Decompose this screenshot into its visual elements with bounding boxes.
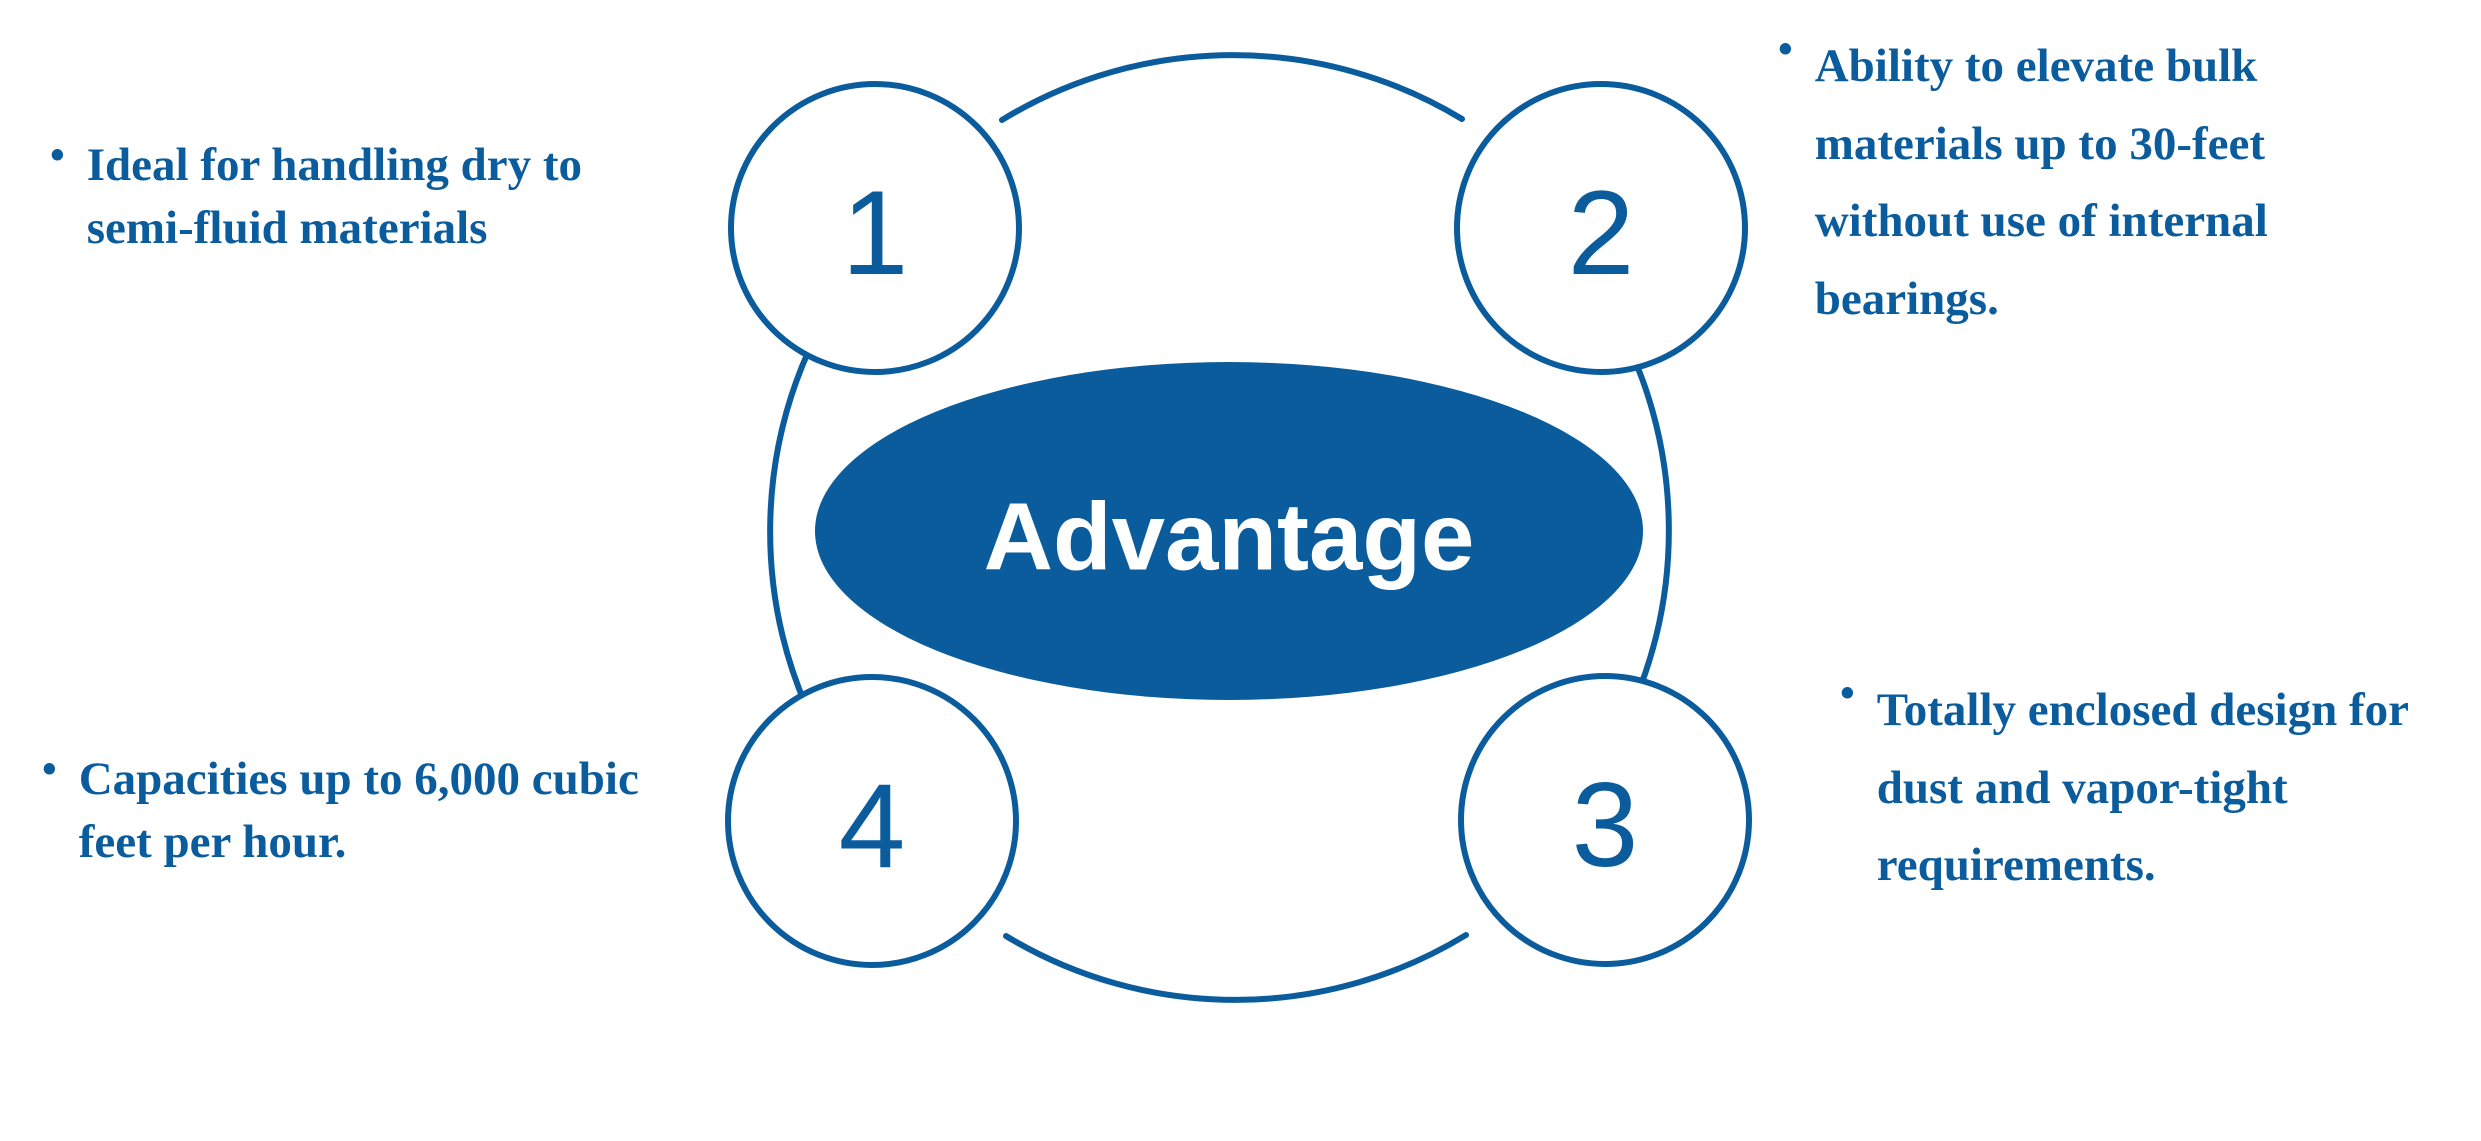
node-circle-1[interactable]: 1 xyxy=(728,81,1022,375)
bullet-icon-3: • xyxy=(1840,671,1855,717)
node-circle-4-shape[interactable] xyxy=(725,674,1019,968)
callout-text-1: • Ideal for handling dry to semi-fluid m… xyxy=(50,134,670,259)
node-circle-2[interactable]: 2 xyxy=(1454,81,1748,375)
callout-label-3: Totally enclosed design for dust and vap… xyxy=(1876,684,2409,892)
callout-text-2: • Ability to elevate bulk materials up t… xyxy=(1778,28,2418,338)
node-number-1: 1 xyxy=(842,166,909,300)
bullet-icon-1: • xyxy=(50,133,65,179)
center-ellipse-group: Advantage xyxy=(815,362,1643,700)
node-circle-1-shape[interactable] xyxy=(728,81,1022,375)
connector-ring xyxy=(767,52,1672,1003)
bullet-icon-4: • xyxy=(42,747,57,793)
callout-label-1: Ideal for handling dry to semi-fluid mat… xyxy=(86,139,583,254)
connector-arc-1-2 xyxy=(999,52,1465,123)
node-circle-3[interactable]: 3 xyxy=(1458,673,1752,967)
connector-arc-4-1 xyxy=(767,347,812,709)
callout-text-3: • Totally enclosed design for dust and v… xyxy=(1840,672,2440,905)
callout-text-4: • Capacities up to 6,000 cubic feet per … xyxy=(42,748,702,873)
node-circle-2-shape[interactable] xyxy=(1454,81,1748,375)
node-number-2: 2 xyxy=(1568,166,1635,300)
callout-label-4: Capacities up to 6,000 cubic feet per ho… xyxy=(78,753,639,868)
callout-label-2: Ability to elevate bulk materials up to … xyxy=(1814,40,2268,325)
center-ellipse xyxy=(815,362,1643,700)
center-label: Advantage xyxy=(984,484,1475,591)
node-circle-3-shape[interactable] xyxy=(1458,673,1752,967)
node-number-4: 4 xyxy=(839,759,906,893)
connector-arc-3-4 xyxy=(1003,932,1469,1003)
node-number-3: 3 xyxy=(1572,758,1639,892)
bullet-icon-2: • xyxy=(1778,27,1793,73)
node-circle-4[interactable]: 4 xyxy=(725,674,1019,968)
connector-arc-2-3 xyxy=(1627,346,1672,708)
